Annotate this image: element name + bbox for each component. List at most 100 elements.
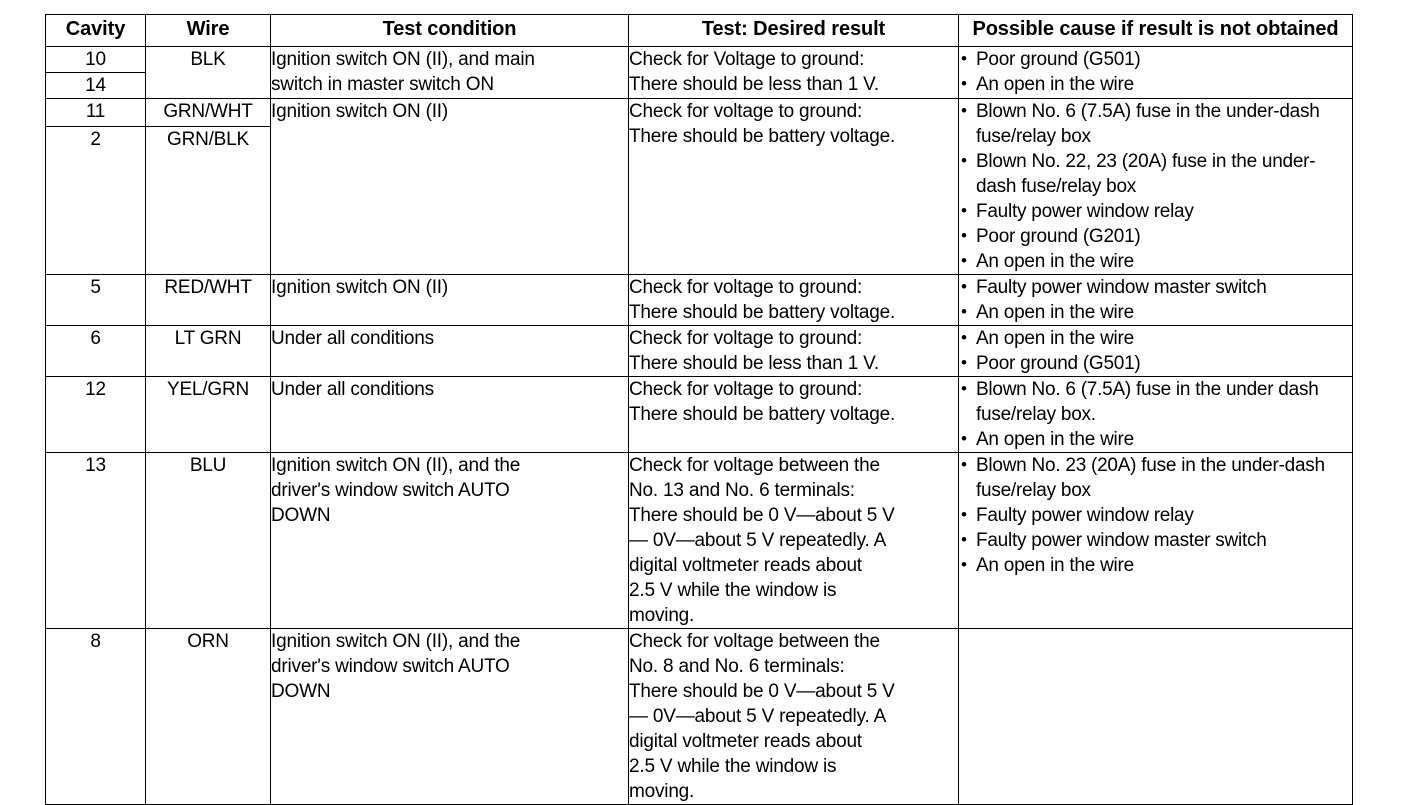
cell-cavity: 13 <box>45 452 146 629</box>
cell-test-condition: Ignition switch ON (II), and the driver'… <box>270 628 629 805</box>
cell-wire: GRN/WHT <box>145 97 271 128</box>
condition-line: driver's window switch AUTO <box>271 656 510 677</box>
cell-desired-result: Check for voltage between the No. 13 and… <box>628 452 959 629</box>
cause-item: Poor ground (G501) <box>959 350 1352 376</box>
table-row: 2 GRN/BLK <box>45 126 1353 275</box>
condition-line: Ignition switch ON (II), and main <box>271 49 535 70</box>
cell-cavity: 5 <box>45 274 146 326</box>
cause-item: An open in the wire <box>959 325 1352 351</box>
result-line: moving. <box>629 605 695 626</box>
header-row: Cavity Wire Test condition Test: Desired… <box>45 14 1353 47</box>
cause-item: Blown No. 22, 23 (20A) fuse in the under… <box>959 148 1352 199</box>
result-line: — 0V—about 5 V repeatedly. A <box>629 530 887 551</box>
result-line: Check for voltage between the <box>629 631 880 652</box>
cause-list: Faulty power window master switch An ope… <box>959 274 1352 325</box>
cell-cavity: 2 <box>45 126 146 275</box>
result-line: No. 13 and No. 6 terminals: <box>629 480 855 501</box>
document-page: Cavity Wire Test condition Test: Desired… <box>0 0 1408 780</box>
result-line: Check for voltage to ground: <box>629 277 863 298</box>
cause-item: Poor ground (G501) <box>959 46 1352 72</box>
cause-item: Blown No. 6 (7.5A) fuse in the under-das… <box>959 98 1352 149</box>
cell-wire: GRN/BLK <box>145 126 271 275</box>
cell-possible-cause: An open in the wire Poor ground (G501) <box>958 325 1353 377</box>
cell-test-condition: Ignition switch ON (II) <box>270 274 629 326</box>
table-row: 12 YEL/GRN Under all conditions Check fo… <box>45 376 1353 453</box>
table-row: 10 BLK Ignition switch ON (II), and main… <box>45 46 1353 99</box>
cell-desired-result: Check for voltage to ground: There shoul… <box>628 325 959 377</box>
condition-line: Under all conditions <box>271 328 434 349</box>
cause-item: An open in the wire <box>959 71 1352 97</box>
cause-list: Blown No. 23 (20A) fuse in the under-das… <box>959 452 1352 578</box>
cell-cavity: 6 <box>45 325 146 377</box>
table-row: 6 LT GRN Under all conditions Check for … <box>45 325 1353 377</box>
cell-desired-result: Check for voltage between the No. 8 and … <box>628 628 959 805</box>
cell-wire: RED/WHT <box>145 274 271 326</box>
cell-test-condition: Ignition switch ON (II), and the driver'… <box>270 452 629 629</box>
cell-desired-result: Check for Voltage to ground: There shoul… <box>628 46 959 99</box>
result-line: digital voltmeter reads about <box>629 555 862 576</box>
cell-possible-cause: Blown No. 23 (20A) fuse in the under-das… <box>958 452 1353 629</box>
cell-test-condition: Under all conditions <box>270 376 629 453</box>
column-header-cavity: Cavity <box>45 14 146 47</box>
cause-list: An open in the wire Poor ground (G501) <box>959 325 1352 376</box>
condition-line: Under all conditions <box>271 379 434 400</box>
result-line: There should be 0 V—about 5 V <box>629 505 895 526</box>
cell-possible-cause: Poor ground (G501) An open in the wire <box>958 46 1353 99</box>
cell-cavity: 8 <box>45 628 146 805</box>
cause-item: Faulty power window master switch <box>959 527 1352 553</box>
result-line: — 0V—about 5 V repeatedly. A <box>629 706 887 727</box>
cell-test-condition: Ignition switch ON (II), and main switch… <box>270 46 629 99</box>
cell-cavity: 10 <box>45 46 146 73</box>
cause-item: Blown No. 23 (20A) fuse in the under-das… <box>959 452 1352 503</box>
cause-item: Faulty power window master switch <box>959 274 1352 300</box>
result-line: digital voltmeter reads about <box>629 731 862 752</box>
table-row: 5 RED/WHT Ignition switch ON (II) Check … <box>45 274 1353 326</box>
cause-item: Poor ground (G201) <box>959 223 1352 249</box>
cell-possible-cause: Blown No. 6 (7.5A) fuse in the under-das… <box>958 98 1353 275</box>
cell-wire: LT GRN <box>145 325 271 377</box>
cell-test-condition: Under all conditions <box>270 325 629 377</box>
result-line: There should be less than 1 V. <box>629 353 879 374</box>
result-line: There should be battery voltage. <box>629 126 896 147</box>
result-line: There should be battery voltage. <box>629 302 896 323</box>
cause-item: An open in the wire <box>959 248 1352 274</box>
cell-wire: BLK <box>145 46 271 99</box>
condition-line: Ignition switch ON (II) <box>271 101 449 122</box>
cell-wire: YEL/GRN <box>145 376 271 453</box>
condition-line: Ignition switch ON (II) <box>271 277 449 298</box>
table-body: 10 BLK Ignition switch ON (II), and main… <box>45 46 1353 805</box>
column-header-desired-result: Test: Desired result <box>628 14 959 47</box>
result-line: 2.5 V while the window is <box>629 580 837 601</box>
cell-test-condition: Ignition switch ON (II) <box>270 98 629 275</box>
cause-list: Blown No. 6 (7.5A) fuse in the under das… <box>959 376 1352 452</box>
cause-item: Faulty power window relay <box>959 198 1352 224</box>
cause-list: Blown No. 6 (7.5A) fuse in the under-das… <box>959 98 1352 274</box>
result-line: There should be 0 V—about 5 V <box>629 681 895 702</box>
result-line: There should be less than 1 V. <box>629 74 879 95</box>
result-line: 2.5 V while the window is <box>629 756 837 777</box>
result-line: Check for Voltage to ground: <box>629 49 865 70</box>
table-row: 14 <box>45 72 1353 99</box>
result-line: No. 8 and No. 6 terminals: <box>629 656 845 677</box>
cell-wire: BLU <box>145 452 271 629</box>
result-line: There should be battery voltage. <box>629 404 896 425</box>
condition-line: DOWN <box>271 505 331 526</box>
cause-list: Poor ground (G501) An open in the wire <box>959 46 1352 97</box>
condition-line: switch in master switch ON <box>271 74 494 95</box>
cell-possible-cause <box>958 628 1353 805</box>
column-header-wire: Wire <box>145 14 271 47</box>
result-line: Check for voltage to ground: <box>629 379 863 400</box>
cell-possible-cause: Faulty power window master switch An ope… <box>958 274 1353 326</box>
troubleshooting-table: Cavity Wire Test condition Test: Desired… <box>45 14 1353 805</box>
cause-item: An open in the wire <box>959 426 1352 452</box>
column-header-test-condition: Test condition <box>270 14 629 47</box>
cause-item: Faulty power window relay <box>959 502 1352 528</box>
cause-item: An open in the wire <box>959 552 1352 578</box>
table-row: 8 ORN Ignition switch ON (II), and the d… <box>45 628 1353 805</box>
condition-line: Ignition switch ON (II), and the <box>271 455 521 476</box>
cell-desired-result: Check for voltage to ground: There shoul… <box>628 274 959 326</box>
column-header-possible-cause: Possible cause if result is not obtained <box>958 14 1353 47</box>
cell-cavity: 11 <box>45 97 146 128</box>
condition-line: Ignition switch ON (II), and the <box>271 631 521 652</box>
condition-line: driver's window switch AUTO <box>271 480 510 501</box>
